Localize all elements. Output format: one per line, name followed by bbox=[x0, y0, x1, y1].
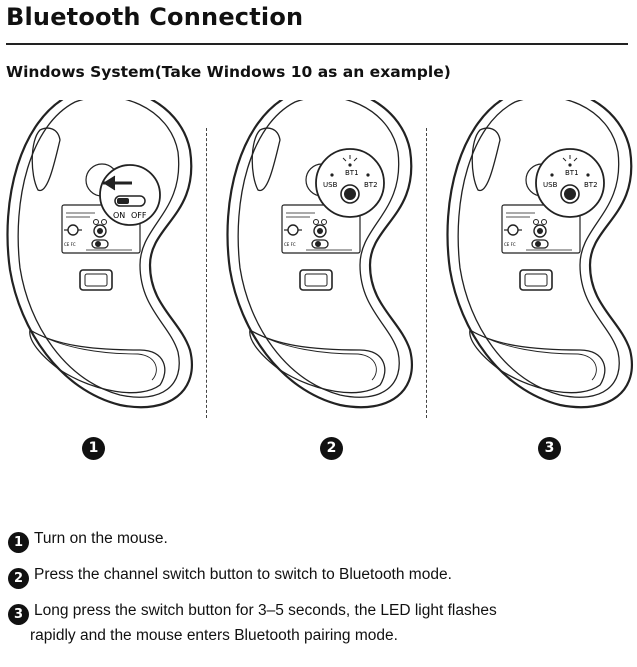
bt1-label: BT1 bbox=[345, 169, 359, 177]
step-text: Long press the switch button for 3–5 sec… bbox=[34, 602, 497, 619]
figure-number-2: 2 bbox=[320, 437, 343, 460]
bt2-label: BT2 bbox=[364, 181, 378, 189]
usb-label: USB bbox=[323, 181, 338, 189]
switch-on-label: ON bbox=[113, 211, 125, 220]
step-number: 1 bbox=[8, 532, 29, 553]
usb-label: USB bbox=[543, 181, 558, 189]
title-rule bbox=[6, 43, 628, 45]
figure-number-1: 1 bbox=[82, 437, 105, 460]
section-subtitle: Windows System(Take Windows 10 as an exa… bbox=[6, 63, 451, 81]
step-number: 2 bbox=[8, 568, 29, 589]
figure-number-3: 3 bbox=[538, 437, 561, 460]
mouse-illustrations: CE FC ON OFF BT1 USB BT2 bbox=[6, 100, 634, 409]
bt2-label: BT2 bbox=[584, 181, 598, 189]
figure-divider bbox=[426, 128, 427, 418]
bt1-label: BT1 bbox=[565, 169, 579, 177]
figure-divider bbox=[206, 128, 207, 418]
step-3: 3 Long press the switch button for 3–5 se… bbox=[8, 600, 618, 647]
page-title: Bluetooth Connection bbox=[6, 3, 304, 31]
step-text-continued: rapidly and the mouse enters Bluetooth p… bbox=[30, 627, 398, 644]
step-number: 3 bbox=[8, 604, 29, 625]
switch-off-label: OFF bbox=[131, 211, 147, 220]
step-2: 2 Press the channel switch button to swit… bbox=[8, 564, 618, 589]
step-text: Press the channel switch button to switc… bbox=[34, 566, 452, 583]
step-text: Turn on the mouse. bbox=[34, 530, 168, 547]
step-1: 1 Turn on the mouse. bbox=[8, 528, 618, 553]
